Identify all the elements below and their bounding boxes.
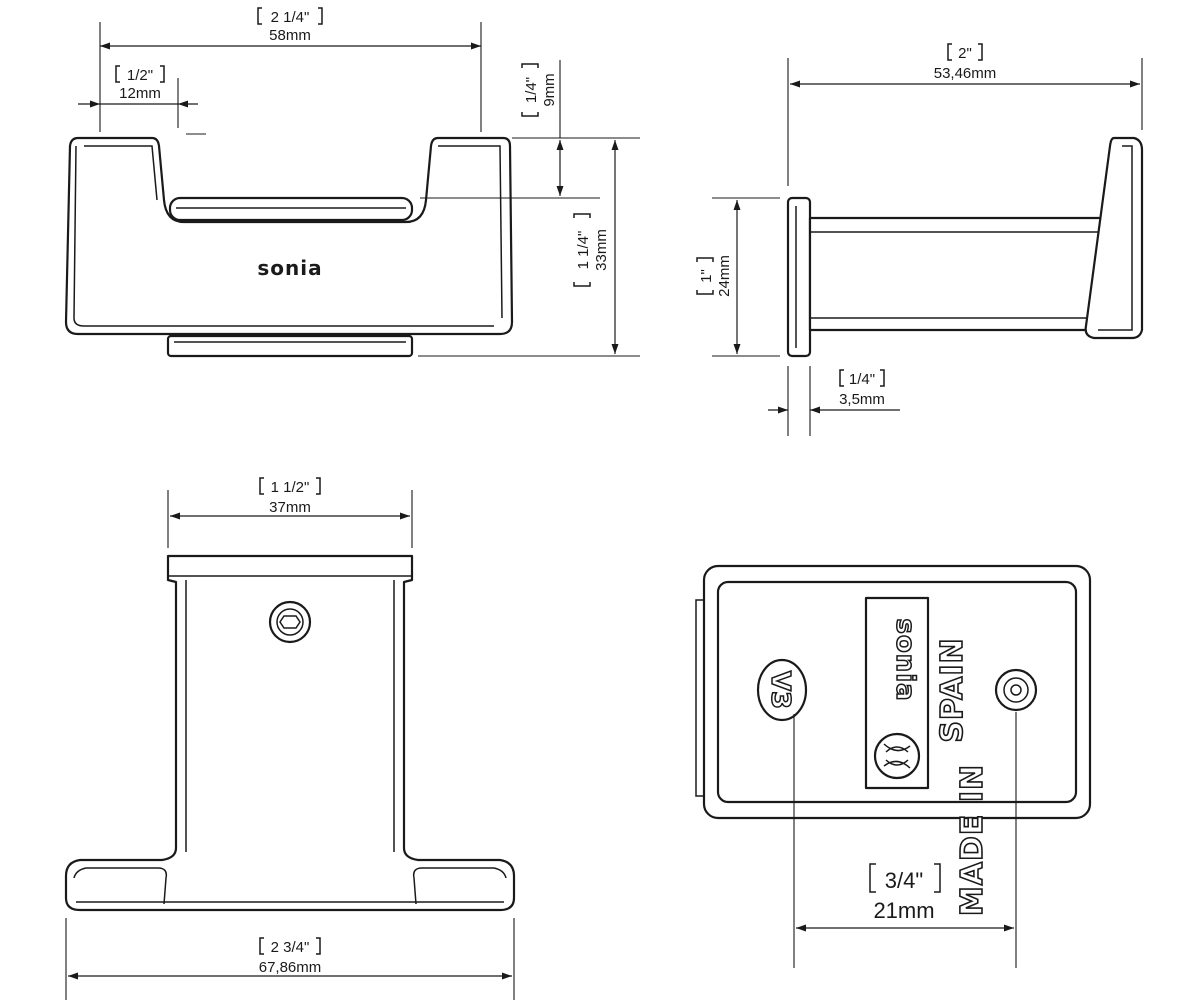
front-body-outline xyxy=(64,136,514,336)
front-bar xyxy=(168,196,414,222)
top-right-foot-inner xyxy=(412,867,507,905)
back-view: V3 MADE IN sonia SPAIN 3/4" 21mm xyxy=(695,564,1092,968)
dim-side-height-label: 1" 24mm xyxy=(696,255,733,297)
dim-side-height-inch: 1" xyxy=(698,269,715,283)
dim-back-spacing-label: 3/4" 21mm xyxy=(869,863,941,923)
back-brand-emblem-icon xyxy=(873,732,921,780)
dim-front-width-mm: 58mm xyxy=(269,27,311,44)
dim-side-height-mm: 24mm xyxy=(716,255,733,297)
dim-arm-width-label: 1/2" 12mm xyxy=(115,65,165,102)
dim-top-stem-mm: 37mm xyxy=(269,499,311,516)
front-left-arm-inner xyxy=(84,145,158,201)
dim-front-height-label: 1 1/4" 33mm xyxy=(573,213,610,287)
back-version-mark: V3 xyxy=(765,671,795,709)
dim-top-total-mm: 67,86mm xyxy=(259,959,322,976)
front-base-plate xyxy=(166,334,414,358)
dim-top-stem-inch: 1 1/2" xyxy=(271,479,310,496)
dim-top-stem-label: 1 1/2" 37mm xyxy=(259,477,321,516)
top-screw-inner xyxy=(276,608,304,636)
back-stamp-made-in: MADE IN xyxy=(955,764,990,916)
dim-top-total-label: 2 3/4" 67,86mm xyxy=(259,937,322,976)
back-right-hole-inner xyxy=(1003,677,1029,703)
dim-side-thick-label: 1/4" 3,5mm xyxy=(839,369,885,408)
top-body-outline xyxy=(64,554,516,912)
dim-side-thick-inch: 1/4" xyxy=(849,371,875,388)
back-left-hole xyxy=(756,658,808,722)
dim-notch-depth-inch: 1/4" xyxy=(523,77,540,103)
back-right-hole xyxy=(994,668,1038,712)
dim-arm-width-mm: 12mm xyxy=(119,85,161,102)
front-view: sonia 2 1/4" 58mm 1/2" 12mm 1/4" 9mm xyxy=(64,7,640,358)
side-base-plate xyxy=(786,196,812,358)
dim-front-height-mm: 33mm xyxy=(593,229,610,271)
side-arm xyxy=(808,216,1104,332)
side-arm-tip-inner xyxy=(1098,145,1133,331)
back-right-hole-core xyxy=(1010,684,1022,696)
top-screw-hex-icon xyxy=(279,615,301,629)
dim-front-height-inch: 1 1/4" xyxy=(575,231,592,270)
front-brand-logo: sonia xyxy=(257,256,322,280)
dim-arm-width-inch: 1/2" xyxy=(127,67,153,84)
back-plate-edge xyxy=(695,599,705,797)
dim-top-total-inch: 2 3/4" xyxy=(271,939,310,956)
top-view: 1 1/2" 37mm 2 3/4" 67,86mm xyxy=(64,477,516,1000)
top-left-foot-inner xyxy=(73,867,168,905)
front-left-side-inner xyxy=(73,145,494,327)
dim-front-width-label: 2 1/4" 58mm xyxy=(257,7,323,44)
dim-back-spacing-inch: 3/4" xyxy=(885,868,923,893)
dim-side-thick-mm: 3,5mm xyxy=(839,391,885,408)
front-right-arm-inner xyxy=(438,145,503,319)
dim-side-depth-inch: 2" xyxy=(958,45,972,62)
back-stamp-brand: sonia xyxy=(890,618,920,701)
side-arm-tip xyxy=(1084,136,1144,340)
dim-notch-depth-label: 1/4" 9mm xyxy=(521,63,558,117)
dim-side-depth-label: 2" 53,46mm xyxy=(934,43,997,82)
side-view: 2" 53,46mm 1" 24mm 1/4" 3,5mm xyxy=(696,43,1144,436)
dim-side-depth-mm: 53,46mm xyxy=(934,65,997,82)
dim-front-width-inch: 2 1/4" xyxy=(271,9,310,26)
top-screw-outer xyxy=(268,600,312,644)
back-stamp-spain: SPAIN xyxy=(935,637,970,742)
dim-notch-depth-mm: 9mm xyxy=(541,73,558,106)
dim-back-spacing-mm: 21mm xyxy=(873,898,934,923)
